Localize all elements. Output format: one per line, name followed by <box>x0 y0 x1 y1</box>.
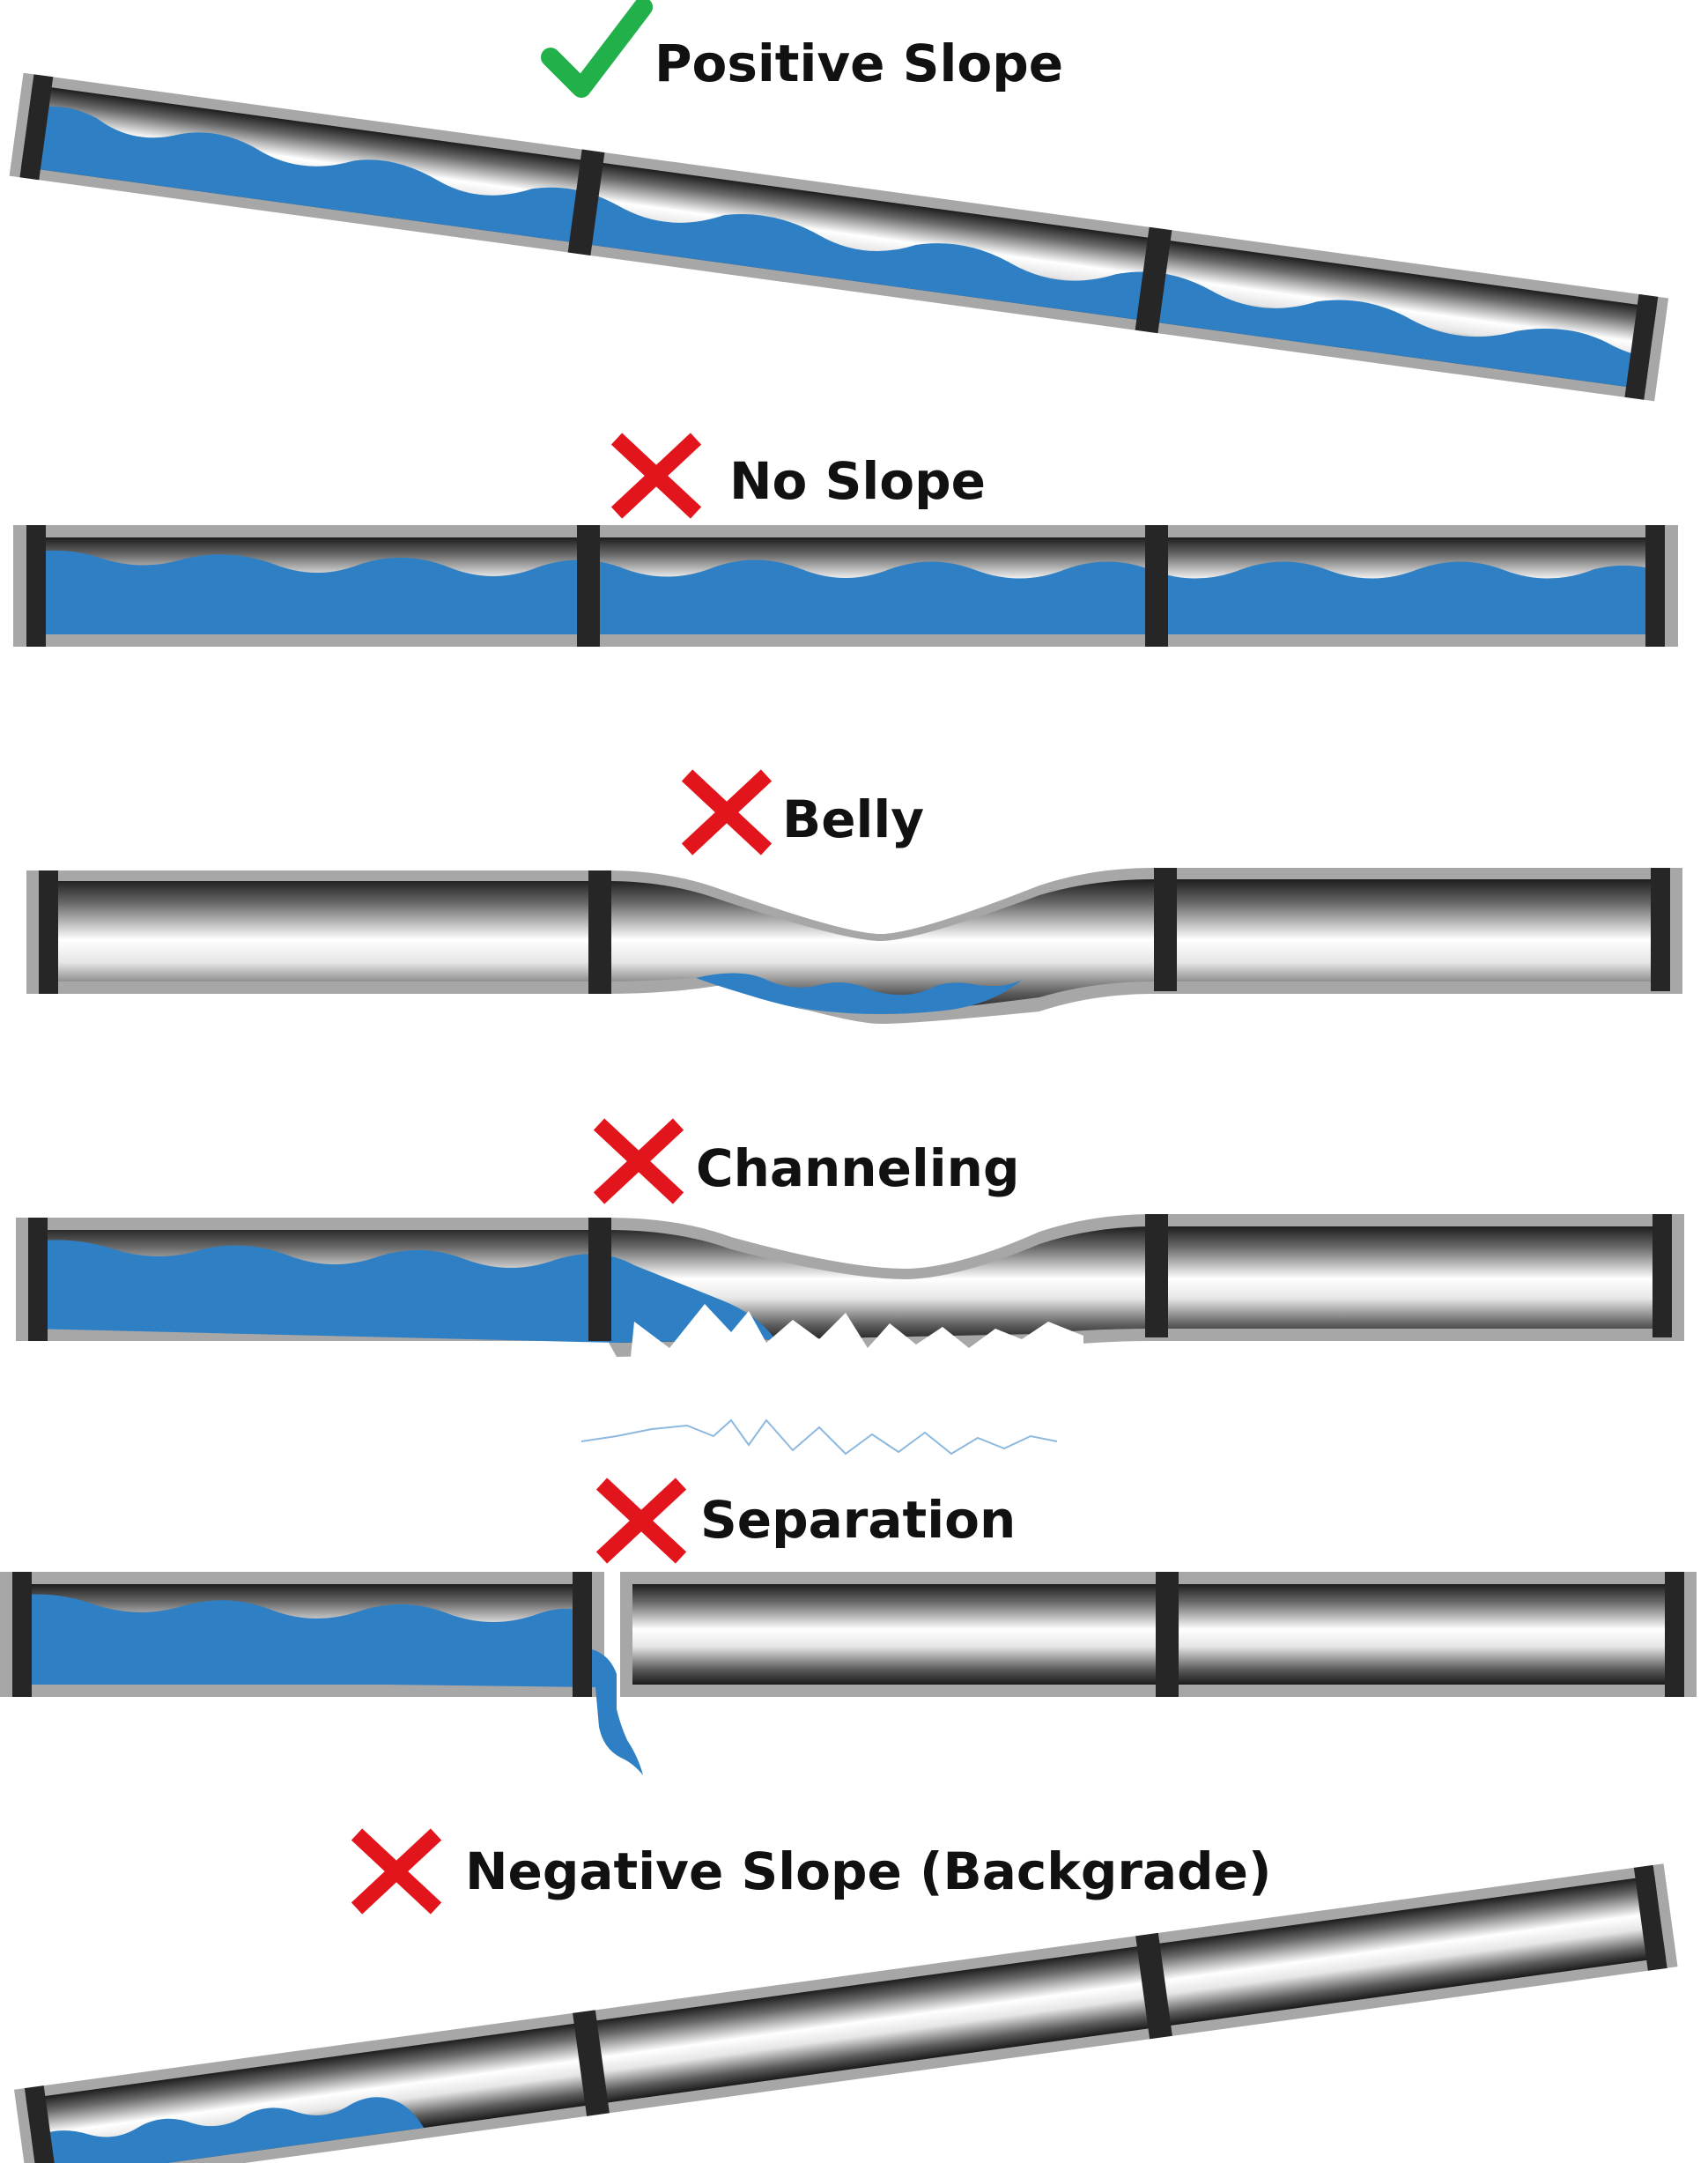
water <box>696 973 1022 1014</box>
joint-mid-1 <box>588 870 611 994</box>
joint-left <box>28 1218 48 1341</box>
joint-right <box>1624 293 1659 400</box>
panel-no-slope: No Slope <box>13 433 1678 647</box>
crack-line <box>580 1419 1058 1456</box>
joint-right <box>1645 525 1665 647</box>
pipe-negative-slope <box>14 1863 1678 2163</box>
cross-icon <box>351 1828 442 1915</box>
panel-belly: Belly <box>26 769 1682 1024</box>
joint-right <box>1651 868 1670 991</box>
cross-icon <box>610 433 702 519</box>
pipe-separation <box>0 1572 1697 1775</box>
joint-mid-2 <box>1135 1932 1172 2040</box>
water <box>31 2097 425 2163</box>
panel-positive-slope: Positive Slope <box>9 0 1669 402</box>
pipe-body <box>39 879 1670 1013</box>
pipe-no-slope <box>13 525 1678 647</box>
water-leak <box>388 1648 643 1775</box>
water <box>21 106 1651 389</box>
panel-channeling: Channeling <box>16 1118 1684 1498</box>
joint-right <box>1653 1214 1672 1337</box>
label-no-slope: No Slope <box>729 451 986 511</box>
pipe-belly <box>26 868 1682 1024</box>
pipe-channeling <box>16 1214 1684 1498</box>
panel-negative-slope: Negative Slope (Backgrade) <box>14 1828 1678 2163</box>
joint-mid-2 <box>1154 868 1177 991</box>
water <box>26 550 1665 634</box>
label-negative-slope: Negative Slope (Backgrade) <box>465 1841 1271 1901</box>
joint-mid-2 <box>1135 226 1172 334</box>
panel-separation: Separation <box>0 1478 1697 1775</box>
joint-mid-2 <box>1145 1214 1168 1337</box>
joint-mid-2 <box>1145 525 1168 647</box>
joint-right <box>1633 1864 1667 1971</box>
cross-icon <box>681 769 773 856</box>
joint-mid-1 <box>567 149 605 256</box>
joint-left <box>12 1572 32 1697</box>
check-icon <box>541 0 653 98</box>
pipe-positive-slope <box>9 72 1669 402</box>
joint-mid-1 <box>577 525 600 647</box>
joint-mid-2 <box>1156 1572 1179 1697</box>
label-channeling: Channeling <box>696 1138 1019 1198</box>
label-separation: Separation <box>700 1490 1016 1550</box>
joint-right <box>1665 1572 1684 1697</box>
label-belly: Belly <box>782 789 924 849</box>
joint-left <box>39 870 58 994</box>
label-positive-slope: Positive Slope <box>654 33 1063 93</box>
joint-mid-1 <box>573 2010 610 2116</box>
joint-left <box>19 74 54 181</box>
broken-section <box>617 1304 1083 1498</box>
joint-left <box>24 2085 58 2163</box>
cross-icon <box>593 1118 684 1204</box>
cross-icon <box>595 1478 687 1564</box>
joint-mid-1 <box>573 1572 592 1697</box>
joint-mid-1 <box>588 1218 611 1341</box>
joint-left <box>26 525 46 647</box>
